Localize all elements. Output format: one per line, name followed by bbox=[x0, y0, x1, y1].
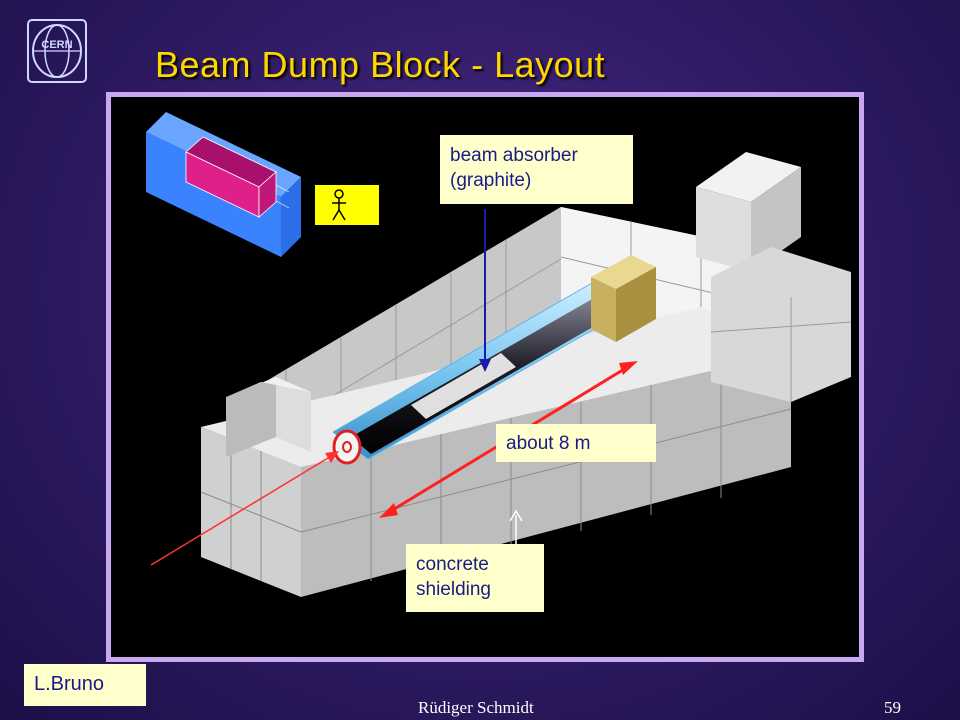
callout-beam-absorber: beam absorber (graphite) bbox=[440, 135, 633, 204]
footer-author: Rüdiger Schmidt bbox=[418, 698, 534, 717]
callout-shielding-line2: shielding bbox=[416, 579, 491, 600]
callout-length-text: about 8 m bbox=[506, 433, 591, 454]
callout-concrete-shielding: concrete shielding bbox=[406, 544, 544, 612]
shielding-pointer bbox=[509, 509, 523, 549]
concrete-top-blocks bbox=[226, 152, 852, 457]
cern-logo-text: CERN bbox=[41, 39, 72, 51]
inset-box-view bbox=[146, 112, 301, 257]
beam-arrow bbox=[150, 451, 339, 566]
absorber-end-block bbox=[591, 255, 656, 342]
callout-shielding-line1: concrete bbox=[416, 554, 489, 575]
callout-length: about 8 m bbox=[496, 424, 656, 462]
credit-label: L.Bruno bbox=[24, 664, 146, 706]
person-scale-icon bbox=[315, 185, 379, 225]
callout-beam-absorber-line2: (graphite) bbox=[450, 170, 532, 191]
beam-dump-diagram bbox=[146, 112, 852, 597]
page-number: 59 bbox=[884, 698, 901, 717]
slide-title: Beam Dump Block - Layout bbox=[155, 44, 606, 85]
callout-beam-absorber-line1: beam absorber bbox=[450, 145, 578, 166]
absorber-pointer bbox=[479, 209, 491, 372]
cern-logo: CERN bbox=[27, 19, 87, 83]
diagram-frame bbox=[106, 92, 864, 662]
